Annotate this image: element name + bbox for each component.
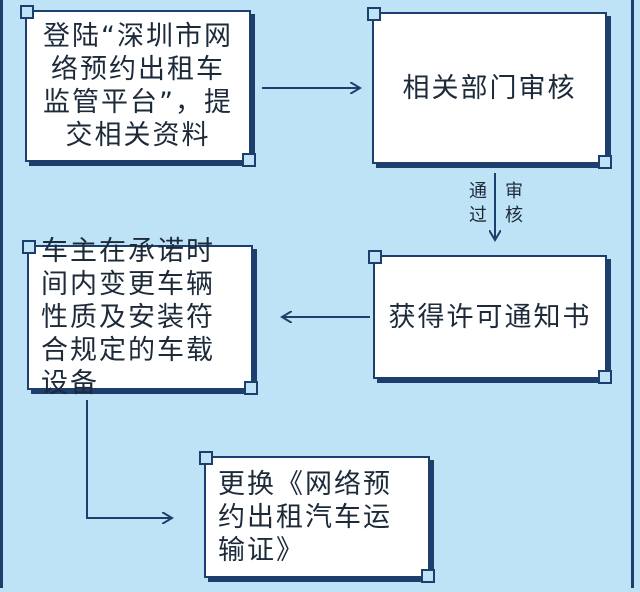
edge-label-pass: 通过	[469, 181, 487, 226]
step5-text: 更换《网络预约出租汽车运输证》	[218, 468, 392, 566]
step1-text: 登陆“深圳市网络预约出租车监管平台”，提交相关资料	[43, 21, 233, 151]
arrow-step4-to-step5	[86, 400, 172, 518]
step3-permit-box: 获得许可通知书	[368, 250, 612, 384]
step2-text: 相关部门审核	[402, 72, 577, 104]
step3-text: 获得许可通知书	[388, 301, 592, 333]
step1-submit-box: 登陆“深圳市网络预约出租车监管平台”，提交相关资料	[20, 5, 256, 167]
step5-certificate-box: 更换《网络预约出租汽车运输证》	[199, 451, 435, 583]
edge-label-review: 审核	[505, 181, 523, 226]
step2-review-box: 相关部门审核	[367, 7, 612, 169]
step4-text: 车主在承诺时间内变更车辆性质及安装符合规定的车载设备	[41, 236, 215, 399]
step4-vehicle-box: 车主在承诺时间内变更车辆性质及安装符合规定的车载设备	[22, 236, 258, 399]
